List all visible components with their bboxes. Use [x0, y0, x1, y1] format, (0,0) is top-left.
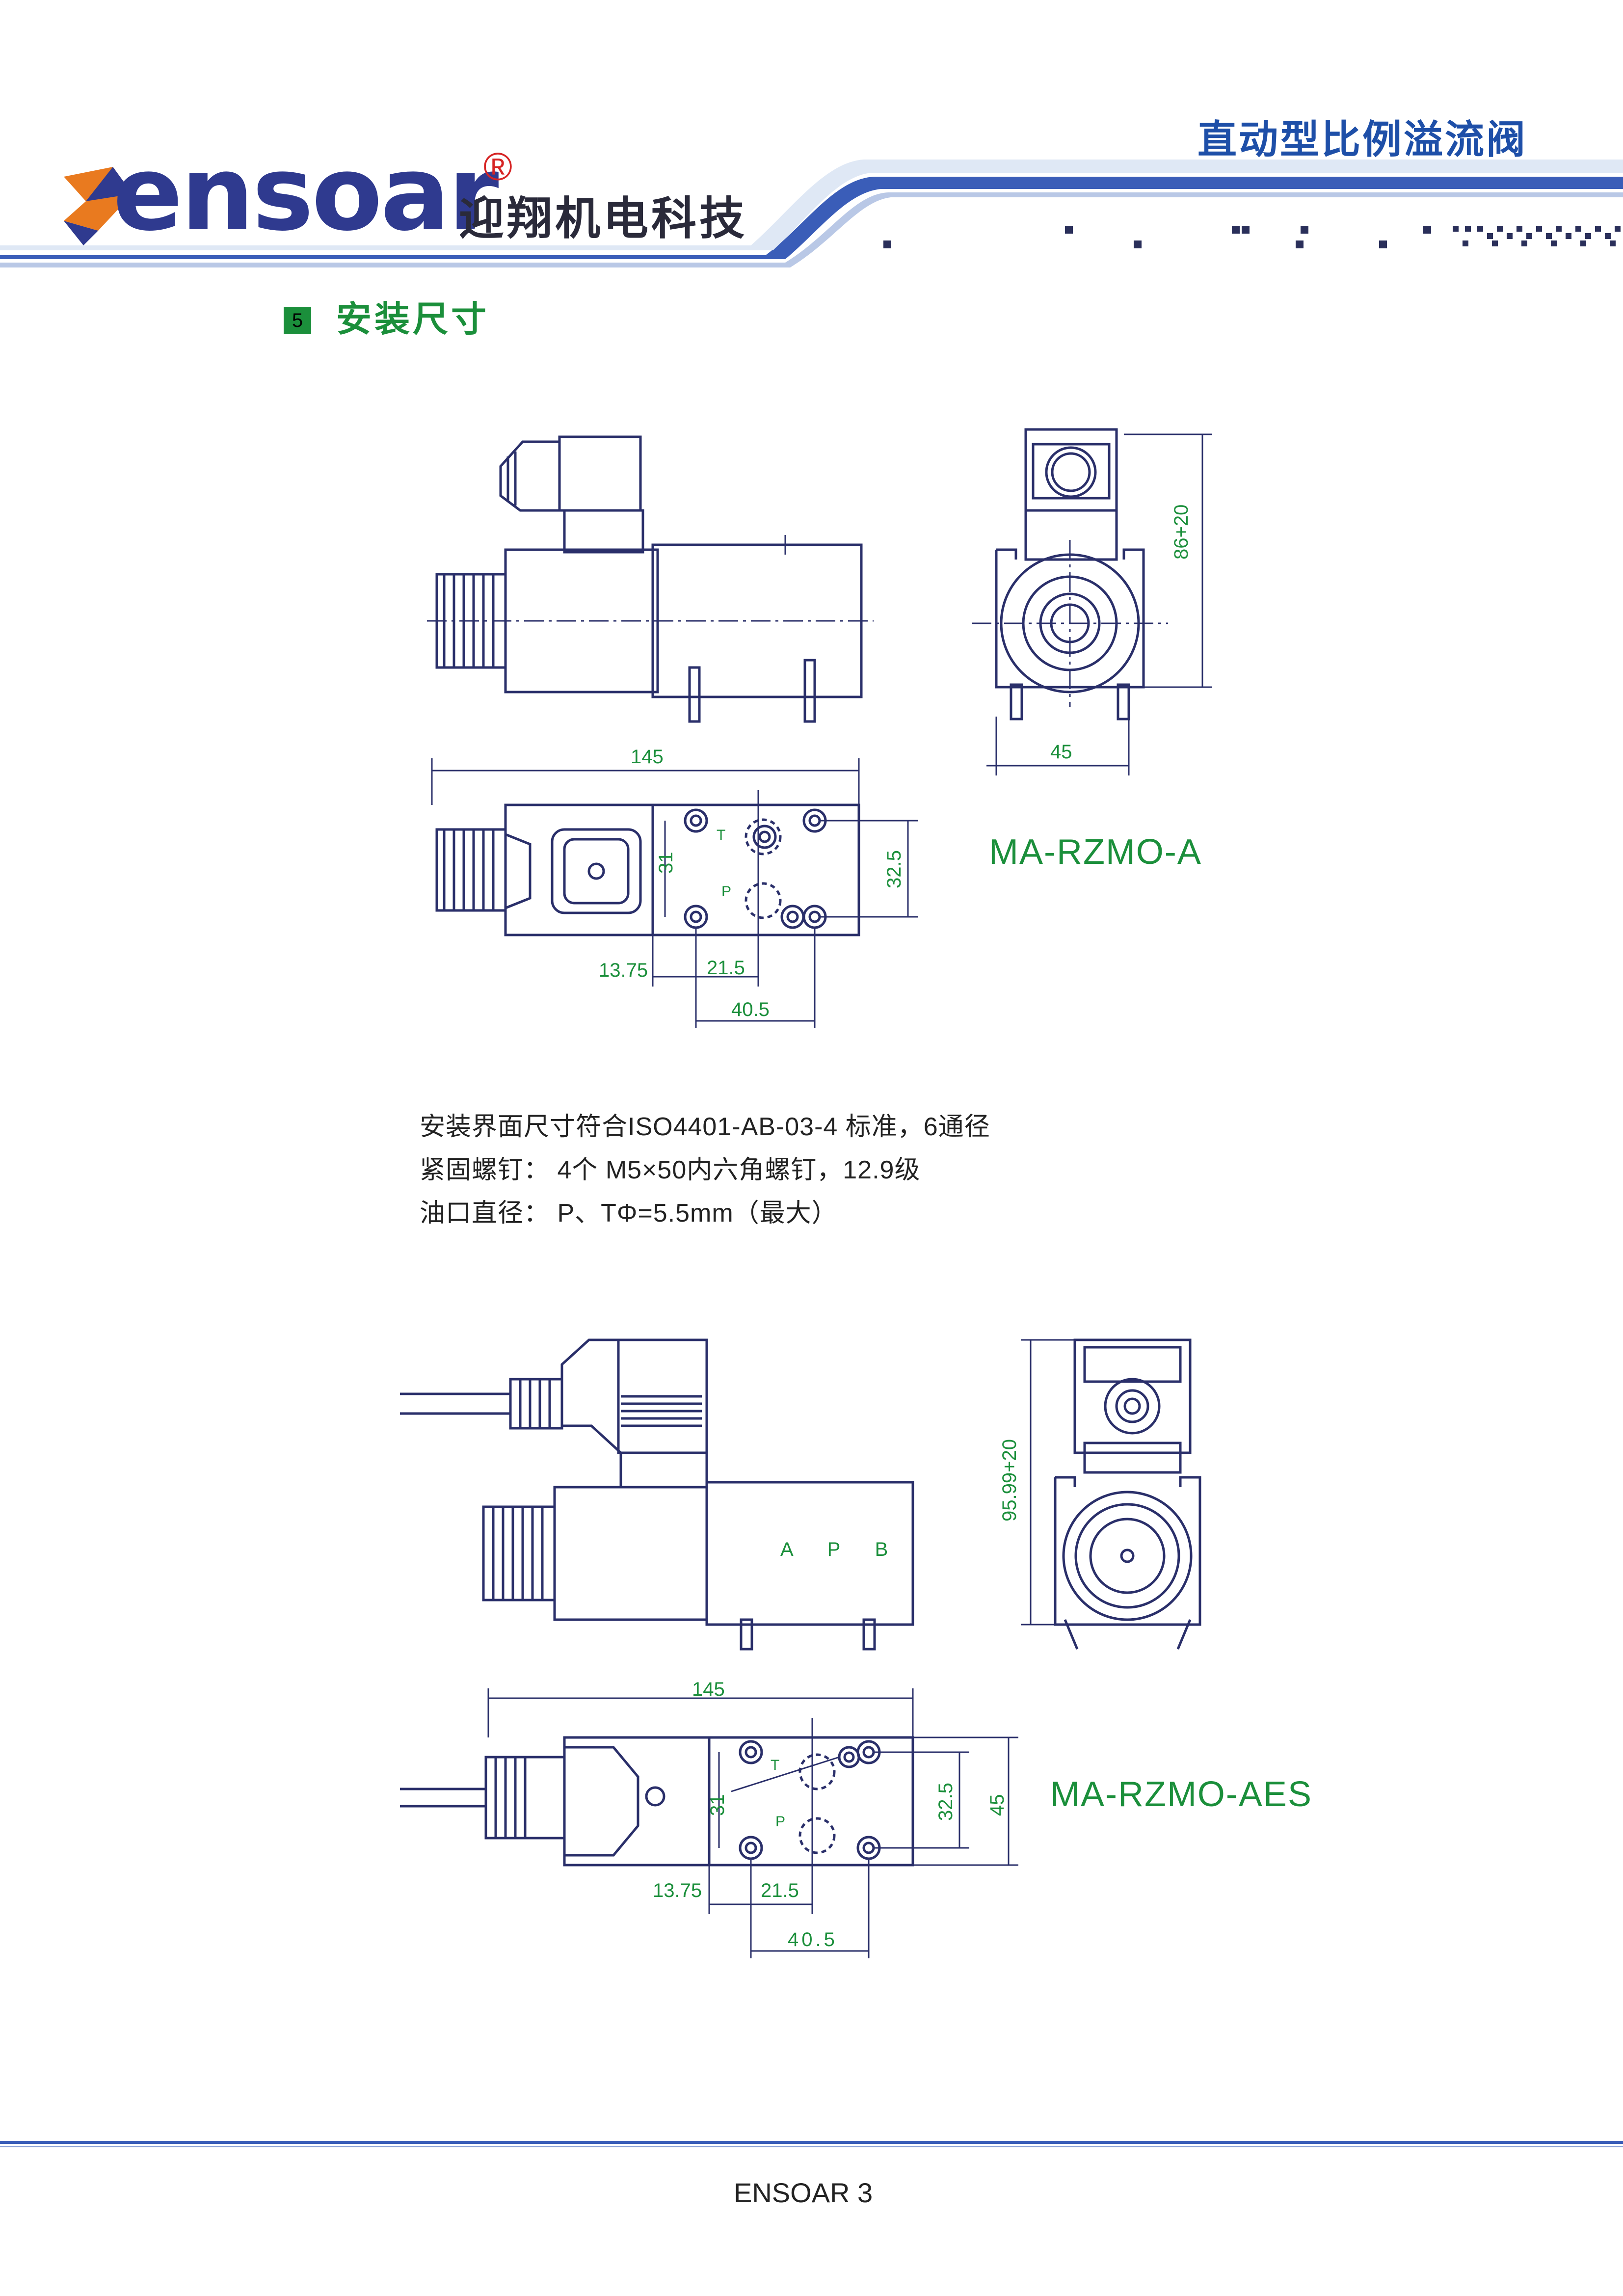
- drawing-b-port-t: T: [771, 1757, 780, 1773]
- company-name-cn: 迎翔机电科技: [459, 194, 748, 244]
- drawing-b-dim-height: 95.99+20: [999, 1439, 1020, 1522]
- drawing-b-side-view: [1054, 1338, 1201, 1650]
- drawing-b-dim-45: 45: [986, 1794, 1008, 1816]
- drawing-b-dim-32-5: 32.5: [935, 1783, 957, 1821]
- drawing-a-front-view: [427, 435, 874, 723]
- spec-line-port-diameter: 油口直径： P、TΦ=5.5mm（最大）: [420, 1199, 838, 1228]
- drawing-a-dim-length: 145: [631, 746, 664, 768]
- section-number-badge: 5: [284, 307, 311, 334]
- logo-emblem-icon: [64, 167, 133, 245]
- drawing-b-front-view: [400, 1338, 914, 1651]
- registered-mark: ®: [483, 145, 512, 188]
- drawing-b-dim-length: 145: [692, 1679, 725, 1700]
- page-title: 直动型比例溢流阀: [1197, 118, 1527, 161]
- drawing-a-port-t: T: [717, 827, 726, 843]
- drawing-b-port-p: P: [775, 1814, 786, 1830]
- drawing-a-port-p: P: [721, 883, 732, 900]
- drawing-a-dimension-lines: [431, 433, 1212, 1028]
- spec-line-screws: 紧固螺钉： 4个 M5×50内六角螺钉，12.9级: [420, 1156, 921, 1184]
- drawing-a-dim-40-5: 40.5: [731, 999, 770, 1020]
- drawing-a-dim-width: 45: [1050, 741, 1072, 763]
- drawing-b-apb-label: A P B: [780, 1539, 903, 1560]
- brand-logo-text: ensoar: [113, 133, 499, 254]
- drawing-b-dim-31: 31: [707, 1794, 728, 1816]
- drawing-b-dim-13-75: 13.75: [653, 1880, 702, 1901]
- drawing-a-model-label: MA-RZMO-A: [989, 832, 1202, 872]
- footer-page-label: ENSOAR 3: [734, 2177, 873, 2208]
- drawing-b-dimension-lines: [487, 1339, 1075, 1958]
- drawing-a-dim-21-5: 21.5: [707, 957, 745, 979]
- drawing-b-dim-21-5: 21.5: [761, 1880, 799, 1901]
- section-title: 安装尺寸: [336, 300, 490, 339]
- drawing-b-model-label: MA-RZMO-AES: [1050, 1775, 1312, 1814]
- drawing-b-plan-view: [400, 1736, 914, 1867]
- pixel-pattern: [883, 226, 1621, 248]
- drawing-a-dim-13-75: 13.75: [599, 960, 648, 981]
- spec-line-interface: 安装界面尺寸符合ISO4401-AB-03-4 标准，6通径: [420, 1113, 990, 1141]
- drawing-a-side-view: [972, 428, 1168, 721]
- drawing-b-dim-40-5: 40.5: [788, 1929, 838, 1950]
